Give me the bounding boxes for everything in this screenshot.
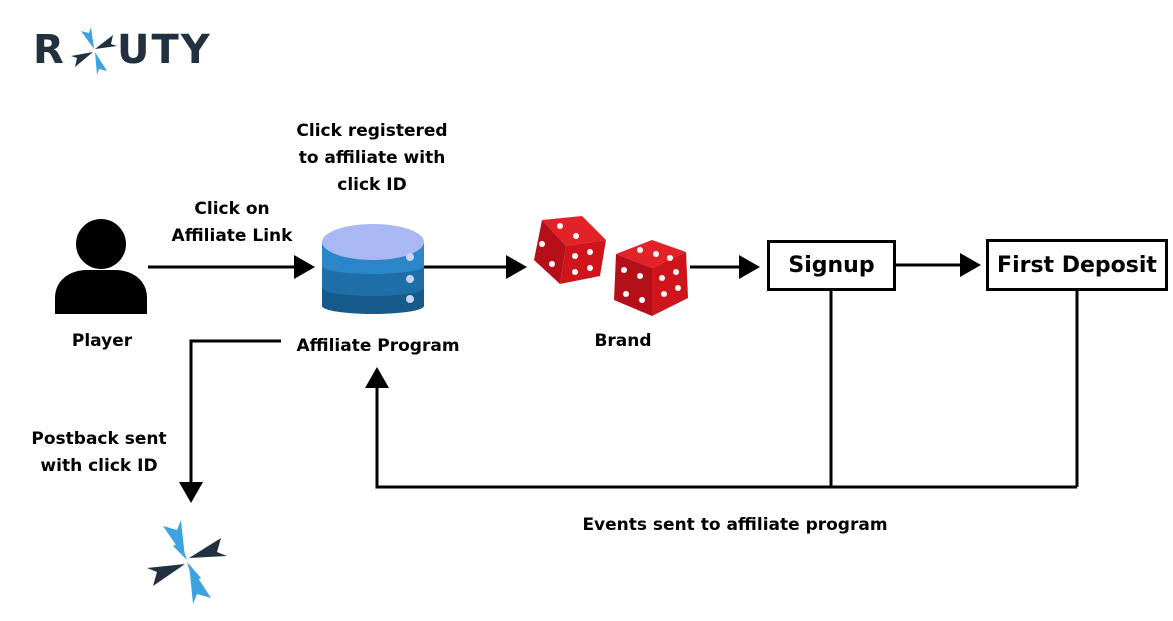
click-registered-line-1: Click registered [296, 121, 448, 141]
dice-icon [614, 240, 688, 316]
first-deposit-node: First Deposit [986, 239, 1168, 291]
routy-mark-icon [147, 520, 227, 604]
click-registered-line-3: click ID [337, 175, 407, 195]
player-label: Player [71, 331, 133, 351]
postback-label: Postback sent with click ID [6, 426, 192, 480]
dice-icon [534, 216, 606, 284]
player-icon [55, 219, 147, 314]
postback-line-2: with click ID [40, 456, 158, 476]
postback-line-1: Postback sent [31, 429, 167, 449]
logo-text-uty: UTY [117, 27, 212, 73]
logo-text-r: R [33, 27, 66, 73]
routy-logo: R UTY [33, 25, 233, 80]
arrow-events-to-affiliate [365, 367, 1077, 489]
events-label: Events sent to affiliate program [582, 515, 888, 535]
signup-node: Signup [767, 240, 896, 291]
logo-star-icon [71, 27, 117, 75]
click-on-line-1: Click on [194, 199, 270, 219]
click-registered-label: Click registered to affiliate with click… [250, 118, 494, 199]
brand-label: Brand [594, 331, 652, 351]
database-icon [322, 224, 424, 314]
arrow-postback [179, 339, 281, 503]
affiliate-program-label: Affiliate Program [296, 336, 460, 356]
click-on-line-2: Affiliate Link [171, 226, 293, 246]
click-on-link-label: Click on Affiliate Link [150, 196, 314, 250]
click-registered-line-2: to affiliate with [298, 148, 446, 168]
